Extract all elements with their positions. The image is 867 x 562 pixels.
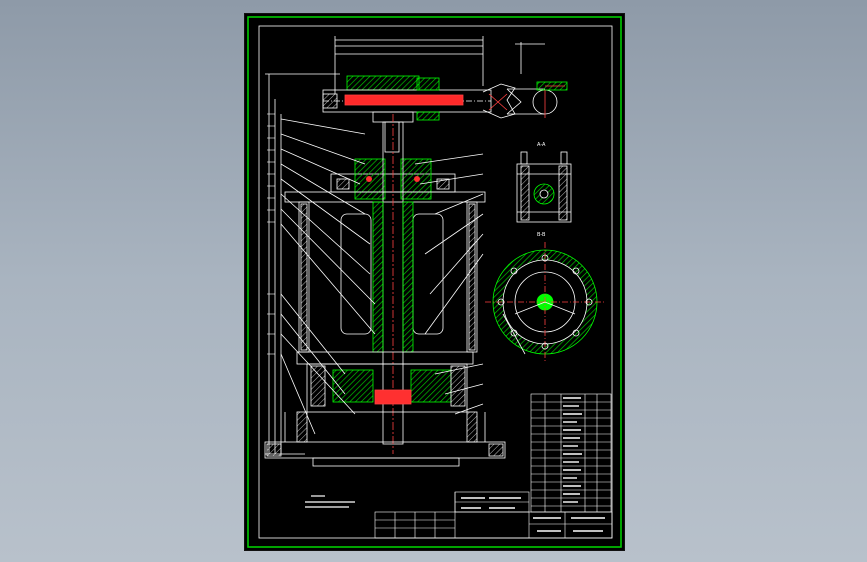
section-view-a [516,151,572,223]
title-block [374,491,613,539]
flange-circular-view [485,242,605,362]
reference-ticks-left [267,113,275,355]
parts-list-text-marks [563,397,582,503]
cad-drawing: A-A B-B [247,16,622,548]
outer-frame [247,16,622,548]
gripper-detail-view [506,42,568,118]
section-label-a: A-A [537,142,546,148]
parts-list-table [530,393,612,513]
main-assembly-view [264,36,516,467]
technical-notes [305,495,355,508]
drawing-sheet: A-A B-B [244,13,625,551]
section-label-b: B-B [537,232,546,238]
title-block-text-marks [461,497,605,532]
